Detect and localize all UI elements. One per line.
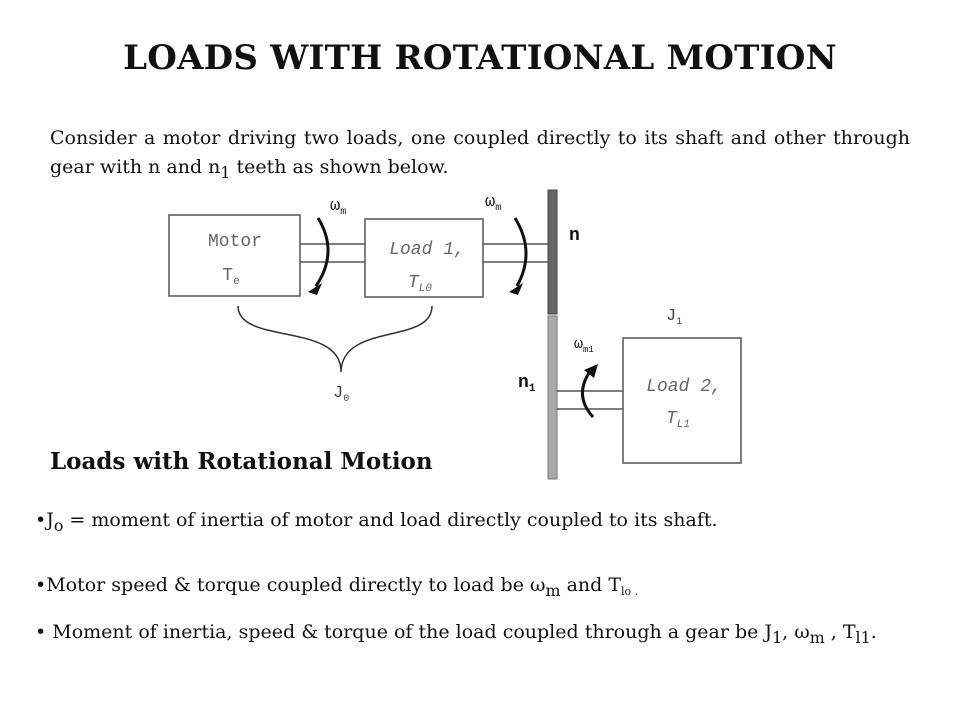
bullet-2-text-mid: and T: [560, 574, 622, 596]
j0-brace: [237, 305, 433, 373]
rotation-arrow-2: [513, 217, 528, 287]
motor-torque-subscript: e: [233, 276, 240, 288]
bullet-3-text-before: Moment of inertia, speed & torque of the…: [46, 621, 773, 643]
omega-m1-subscript: m1: [583, 345, 594, 355]
load2-torque-label: TL1: [666, 409, 690, 431]
bullet-3-j-subscript: 1: [772, 627, 783, 647]
gear-n1-label: n1: [518, 373, 536, 395]
bullet-item-1: •Jo = moment of inertia of motor and loa…: [35, 505, 915, 541]
slide-title: LOADS WITH ROTATIONAL MOTION: [123, 38, 837, 78]
load1-torque-subscript: L0: [419, 283, 433, 295]
omega-m-label-1: ωm: [330, 197, 346, 218]
bullet-2-t-subscript: lo .: [621, 585, 639, 598]
bullet-1-j-subscript: o: [53, 515, 64, 535]
gear-n-label: n: [569, 226, 580, 246]
motor-torque-symbol: T: [222, 266, 233, 286]
omega-subscript-2: m: [495, 203, 501, 214]
j0-label: J0: [333, 384, 349, 405]
load1-torque-symbol: T: [408, 273, 420, 293]
bullet-item-2: •Motor speed & torque coupled directly t…: [35, 570, 915, 607]
rotation-arrow-3: [581, 369, 595, 419]
bullet-2-omega-subscript: m: [545, 580, 561, 600]
j1-subscript: 1: [676, 317, 682, 328]
load1-label: Load 1,: [389, 240, 465, 260]
intro-text-before: Consider a motor driving two loads, one …: [50, 127, 910, 178]
bullet-dot-3: •: [35, 621, 47, 643]
section-subtitle: Loads with Rotational Motion: [50, 448, 433, 475]
rotation-arrow-1: [314, 217, 330, 287]
bullet-2-text-before: Motor speed & torque coupled directly to…: [46, 574, 531, 596]
rotation-arrow-1-head: [308, 283, 322, 295]
gear-n1-symbol: n: [518, 373, 529, 393]
bullet-1-j-symbol: J: [46, 509, 54, 531]
bullet-dot-2: •: [35, 574, 47, 596]
j0-symbol: J: [333, 384, 343, 403]
load2-torque-symbol: T: [666, 409, 678, 429]
bullet-3-omega: ω: [794, 621, 810, 643]
intro-subscript: 1: [220, 162, 231, 182]
omega-m1-label: ωm1: [574, 336, 594, 355]
load2-torque-subscript: L1: [677, 419, 690, 431]
intro-text-after: teeth as shown below.: [230, 156, 449, 178]
j0-subscript: 0: [343, 394, 349, 405]
gear-lower-bar: [547, 315, 558, 480]
rotation-arrow-2-head: [509, 283, 523, 295]
omega-symbol-3: ω: [574, 336, 583, 353]
load1-box: [364, 218, 484, 298]
bullet-dot-1: •: [35, 509, 47, 531]
bullet-3-omega-subscript: m: [809, 627, 825, 647]
bullet-3-text-end: .: [870, 621, 877, 643]
bullet-3-t-subscript: l1: [855, 627, 871, 647]
j1-symbol: J: [666, 307, 676, 326]
load1-torque-label: TL0: [408, 273, 432, 295]
load2-box: [622, 337, 742, 464]
motor-torque-label: Te: [222, 266, 239, 288]
omega-symbol-2: ω: [485, 193, 495, 212]
load2-label: Load 2,: [646, 377, 722, 397]
omega-symbol-1: ω: [330, 197, 340, 216]
bullet-item-3: • Moment of inertia, speed & torque of t…: [35, 617, 915, 653]
motor-box: [168, 214, 301, 297]
gear-n1-subscript: 1: [529, 383, 536, 395]
omega-subscript-1: m: [340, 207, 346, 218]
bullet-1-text: = moment of inertia of motor and load di…: [63, 509, 718, 531]
intro-paragraph: Consider a motor driving two loads, one …: [50, 124, 910, 187]
motor-label: Motor: [208, 232, 262, 252]
bullet-3-text-sep: , T: [824, 621, 856, 643]
j1-label: J1: [666, 307, 682, 328]
omega-m-label-2: ωm: [485, 193, 501, 214]
gear-upper-bar: [547, 189, 558, 315]
bullet-2-omega: ω: [530, 574, 546, 596]
bullet-3-text-mid: ,: [782, 621, 795, 643]
rotation-arrow-3-head: [584, 364, 598, 378]
